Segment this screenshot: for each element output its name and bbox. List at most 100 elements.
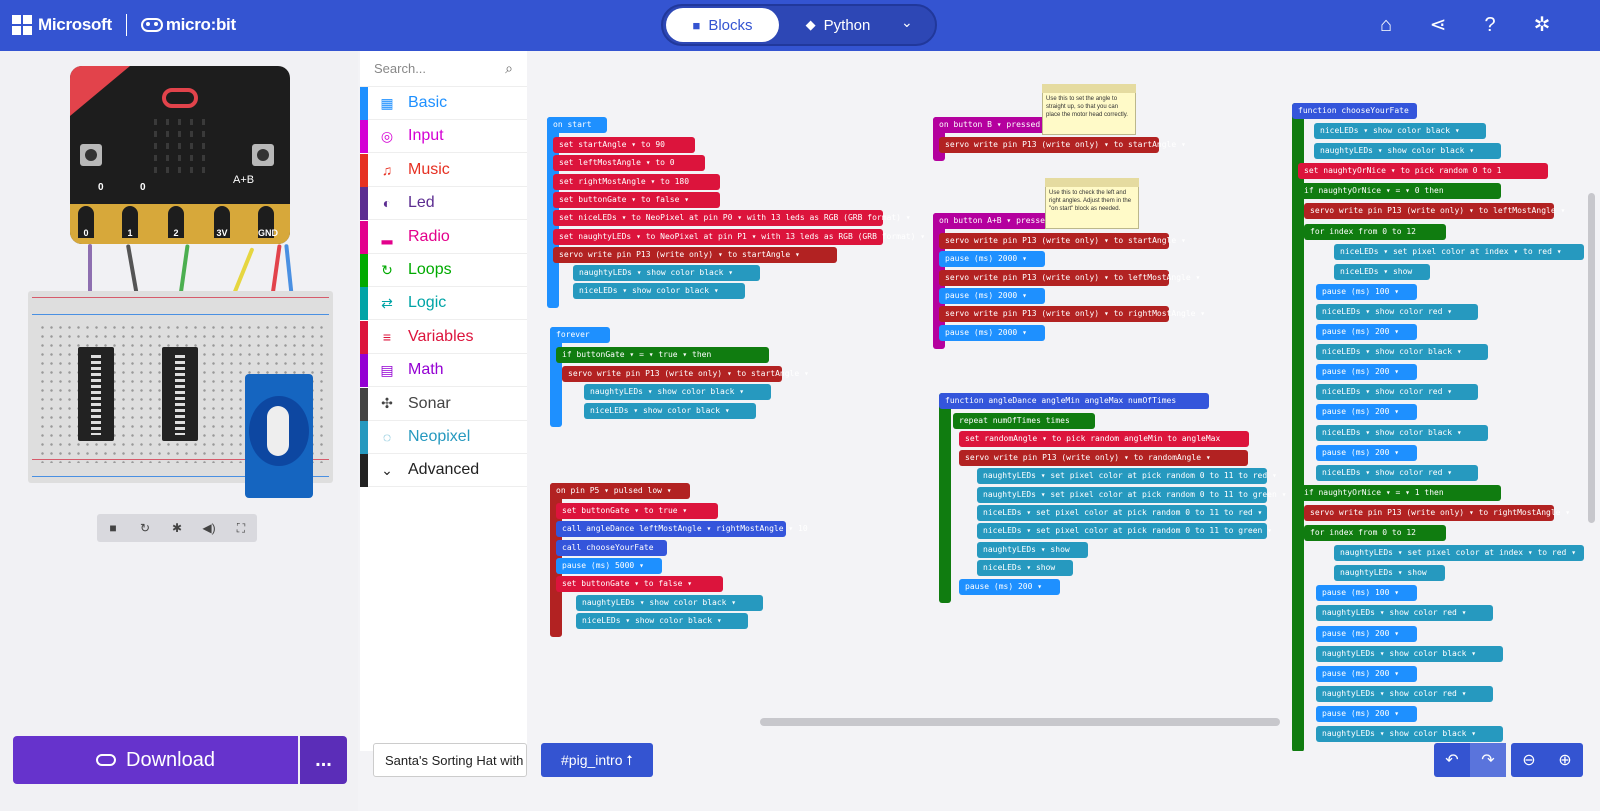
code-block[interactable]: pause (ms) 200 ▾ — [1316, 665, 1417, 682]
code-block[interactable]: pause (ms) 2000 ▾ — [939, 287, 1045, 304]
code-block[interactable]: servo write pin P13 (write only) ▾ to st… — [939, 137, 1186, 153]
fullscreen-icon[interactable]: ⛶ — [236, 520, 246, 535]
button-b-comment[interactable]: Use this to set the angle to straight up… — [1042, 84, 1136, 135]
search-input[interactable]: Search... — [374, 61, 427, 76]
code-block[interactable]: naughtyLEDs ▾ show color black ▾ — [1316, 645, 1504, 662]
code-block[interactable]: if naughtyOrNice ▾ = ▾ 1 then — [1298, 484, 1501, 501]
toolbox-category-neopixel[interactable]: ◌Neopixel — [360, 421, 527, 454]
code-block[interactable]: niceLEDs ▾ show color black ▾ — [1314, 123, 1487, 139]
angle-dance-hat-block[interactable]: function angleDance angleMin angleMax nu… — [939, 393, 1210, 409]
code-block[interactable]: if buttonGate ▾ = ▾ true ▾ then — [556, 347, 769, 363]
code-block[interactable]: set leftMostAngle ▾ to 0 — [553, 155, 705, 172]
toolbox-category-sonar[interactable]: ✣Sonar — [360, 387, 527, 421]
toolbox-category-input[interactable]: ◎Input — [360, 120, 527, 154]
code-block[interactable]: niceLEDs ▾ show — [977, 560, 1073, 577]
pin-0[interactable]: 0 — [76, 204, 96, 240]
on-button-b-hat-block[interactable]: on button B ▾ pressed — [933, 117, 1053, 133]
servo-motor[interactable] — [245, 374, 313, 498]
microbit-board[interactable]: A+B 0 0 0 1 2 3V GND — [70, 66, 290, 244]
angle-dance-container[interactable] — [939, 393, 951, 603]
home-icon[interactable]: ⌂ — [1379, 14, 1393, 36]
code-block[interactable]: niceLEDs ▾ show color black ▾ — [576, 612, 749, 629]
code-block[interactable]: servo write pin P13 (write only) ▾ to ri… — [1304, 504, 1570, 521]
code-block[interactable]: pause (ms) 200 ▾ — [1316, 625, 1417, 642]
ab-label[interactable]: A+B — [233, 174, 255, 186]
pin-2[interactable]: 2 — [166, 204, 186, 240]
toolbox-category-led[interactable]: ◐Led — [360, 187, 527, 221]
code-block[interactable]: pause (ms) 200 ▾ — [1316, 705, 1417, 722]
code-block[interactable]: pause (ms) 5000 ▾ — [556, 557, 662, 574]
code-block[interactable]: naughtyLEDs ▾ set pixel color at index ▾… — [1334, 545, 1584, 562]
comment-header[interactable] — [1045, 178, 1139, 187]
zoom-in-icon[interactable]: ⊕ — [1558, 752, 1572, 769]
blocks-workspace[interactable]: on start set startAngle ▾ to 90 set leftMo… — [527, 51, 1600, 751]
code-block[interactable]: set rightMostAngle ▾ to 180 — [553, 173, 720, 190]
code-block[interactable]: naughtyLEDs ▾ show color black ▾ — [1314, 143, 1502, 160]
code-block[interactable]: pause (ms) 2000 ▾ — [939, 324, 1045, 341]
python-mode-button[interactable]: ◆ Python — [783, 8, 893, 42]
code-block[interactable]: servo write pin P13 (write only) ▾ to ri… — [939, 306, 1205, 323]
pin-3v[interactable]: 3V — [212, 204, 232, 240]
code-block[interactable]: set buttonGate ▾ to false ▾ — [553, 191, 720, 208]
toolbox-category-basic[interactable]: ▦Basic — [360, 87, 527, 120]
brand[interactable]: Microsoft micro:bit — [12, 12, 236, 38]
code-block[interactable]: servo write pin P13 (write only) ▾ to le… — [939, 269, 1200, 286]
choose-fate-container[interactable] — [1292, 103, 1304, 751]
comment-header[interactable] — [1042, 84, 1136, 93]
code-block[interactable]: pause (ms) 100 ▾ — [1316, 585, 1417, 602]
redo-icon[interactable]: ↷ — [1470, 743, 1506, 777]
on-start-hat-block[interactable]: on start — [547, 117, 607, 133]
forever-hat-block[interactable]: forever — [550, 327, 610, 343]
blocks-mode-button[interactable]: ■ Blocks — [666, 8, 779, 42]
button-a[interactable] — [80, 144, 102, 166]
search-icon[interactable]: ⌕ — [505, 60, 513, 76]
code-block[interactable]: pause (ms) 200 ▾ — [1316, 324, 1417, 340]
code-block[interactable]: niceLEDs ▾ show color black ▾ — [1316, 424, 1489, 441]
stop-icon[interactable]: ■ — [109, 521, 117, 535]
code-block[interactable]: set naughtyOrNice ▾ to pick random 0 to … — [1298, 163, 1548, 180]
code-block[interactable]: naughtyLEDs ▾ show color black ▾ — [576, 594, 764, 611]
toolbox-category-radio[interactable]: ▂Radio — [360, 220, 527, 254]
code-block[interactable]: naughtyLEDs ▾ show color red ▾ — [1316, 605, 1494, 622]
more-options-button[interactable]: ... — [300, 736, 347, 784]
code-block[interactable]: naughtyLEDs ▾ show — [1334, 565, 1445, 582]
code-block[interactable]: niceLEDs ▾ show color red ▾ — [1316, 303, 1478, 320]
toolbox-category-music[interactable]: ♫Music — [360, 153, 527, 187]
toolbox-category-logic[interactable]: ⇄Logic — [360, 287, 527, 321]
toolbox-category-math[interactable]: ▤Math — [360, 354, 527, 388]
code-block[interactable]: set buttonGate ▾ to true ▾ — [556, 503, 718, 519]
code-block[interactable]: servo write pin P13 (write only) ▾ to ra… — [959, 449, 1249, 466]
toolbox-category-advanced[interactable]: ⌄Advanced — [360, 454, 527, 488]
code-block[interactable]: servo write pin P13 (write only) ▾ to st… — [553, 246, 838, 263]
on-button-ab-hat-block[interactable]: on button A+B ▾ pressed — [933, 213, 1063, 229]
code-block[interactable]: niceLEDs ▾ set pixel color at pick rando… — [977, 505, 1267, 521]
code-block[interactable]: call angleDance leftMostAngle ▾ rightMos… — [556, 521, 808, 538]
code-block[interactable]: pause (ms) 200 ▾ — [959, 578, 1060, 595]
code-block[interactable]: pause (ms) 200 ▾ — [1316, 364, 1417, 381]
code-block[interactable]: set randomAngle ▾ to pick random angleMi… — [959, 431, 1249, 448]
code-block[interactable]: set niceLEDs ▾ to NeoPixel at pin P0 ▾ w… — [553, 210, 911, 227]
code-block[interactable]: niceLEDs ▾ set pixel color at index ▾ to… — [1334, 243, 1584, 260]
code-block[interactable]: niceLEDs ▾ set pixel color at pick rando… — [977, 523, 1272, 540]
horizontal-scrollbar[interactable] — [760, 718, 1280, 726]
code-block[interactable]: niceLEDs ▾ show — [1334, 263, 1430, 280]
button-b[interactable] — [252, 144, 274, 166]
code-block[interactable]: naughtyLEDs ▾ set pixel color at pick ra… — [977, 486, 1286, 503]
vertical-scrollbar[interactable] — [1588, 193, 1595, 523]
mute-icon[interactable]: ◀) — [202, 521, 216, 535]
code-block[interactable]: set startAngle ▾ to 90 — [553, 137, 695, 153]
toolbox-search[interactable]: Search... ⌕ — [360, 51, 527, 87]
help-icon[interactable]: ? — [1484, 14, 1496, 36]
code-block[interactable]: niceLEDs ▾ show color black ▾ — [584, 402, 757, 419]
zoom-out-icon[interactable]: ⊖ — [1522, 752, 1536, 769]
toolbox-category-loops[interactable]: ↻Loops — [360, 254, 527, 287]
code-block[interactable]: naughtyLEDs ▾ show color black ▾ — [584, 384, 772, 400]
share-icon[interactable]: ⋖ — [1429, 14, 1447, 36]
code-block[interactable]: repeat numOfTimes times — [953, 413, 1095, 429]
button-ab-comment[interactable]: Use this to check the left and right ang… — [1045, 178, 1139, 229]
project-name-input[interactable]: Santa's Sorting Hat with — [373, 743, 527, 777]
code-block[interactable]: if naughtyOrNice ▾ = ▾ 0 then — [1298, 183, 1501, 200]
toolbox-category-variables[interactable]: ≡Variables — [360, 320, 527, 354]
code-block[interactable]: niceLEDs ▾ show color black ▾ — [1316, 344, 1489, 361]
pin-gnd[interactable]: GND — [256, 204, 278, 240]
